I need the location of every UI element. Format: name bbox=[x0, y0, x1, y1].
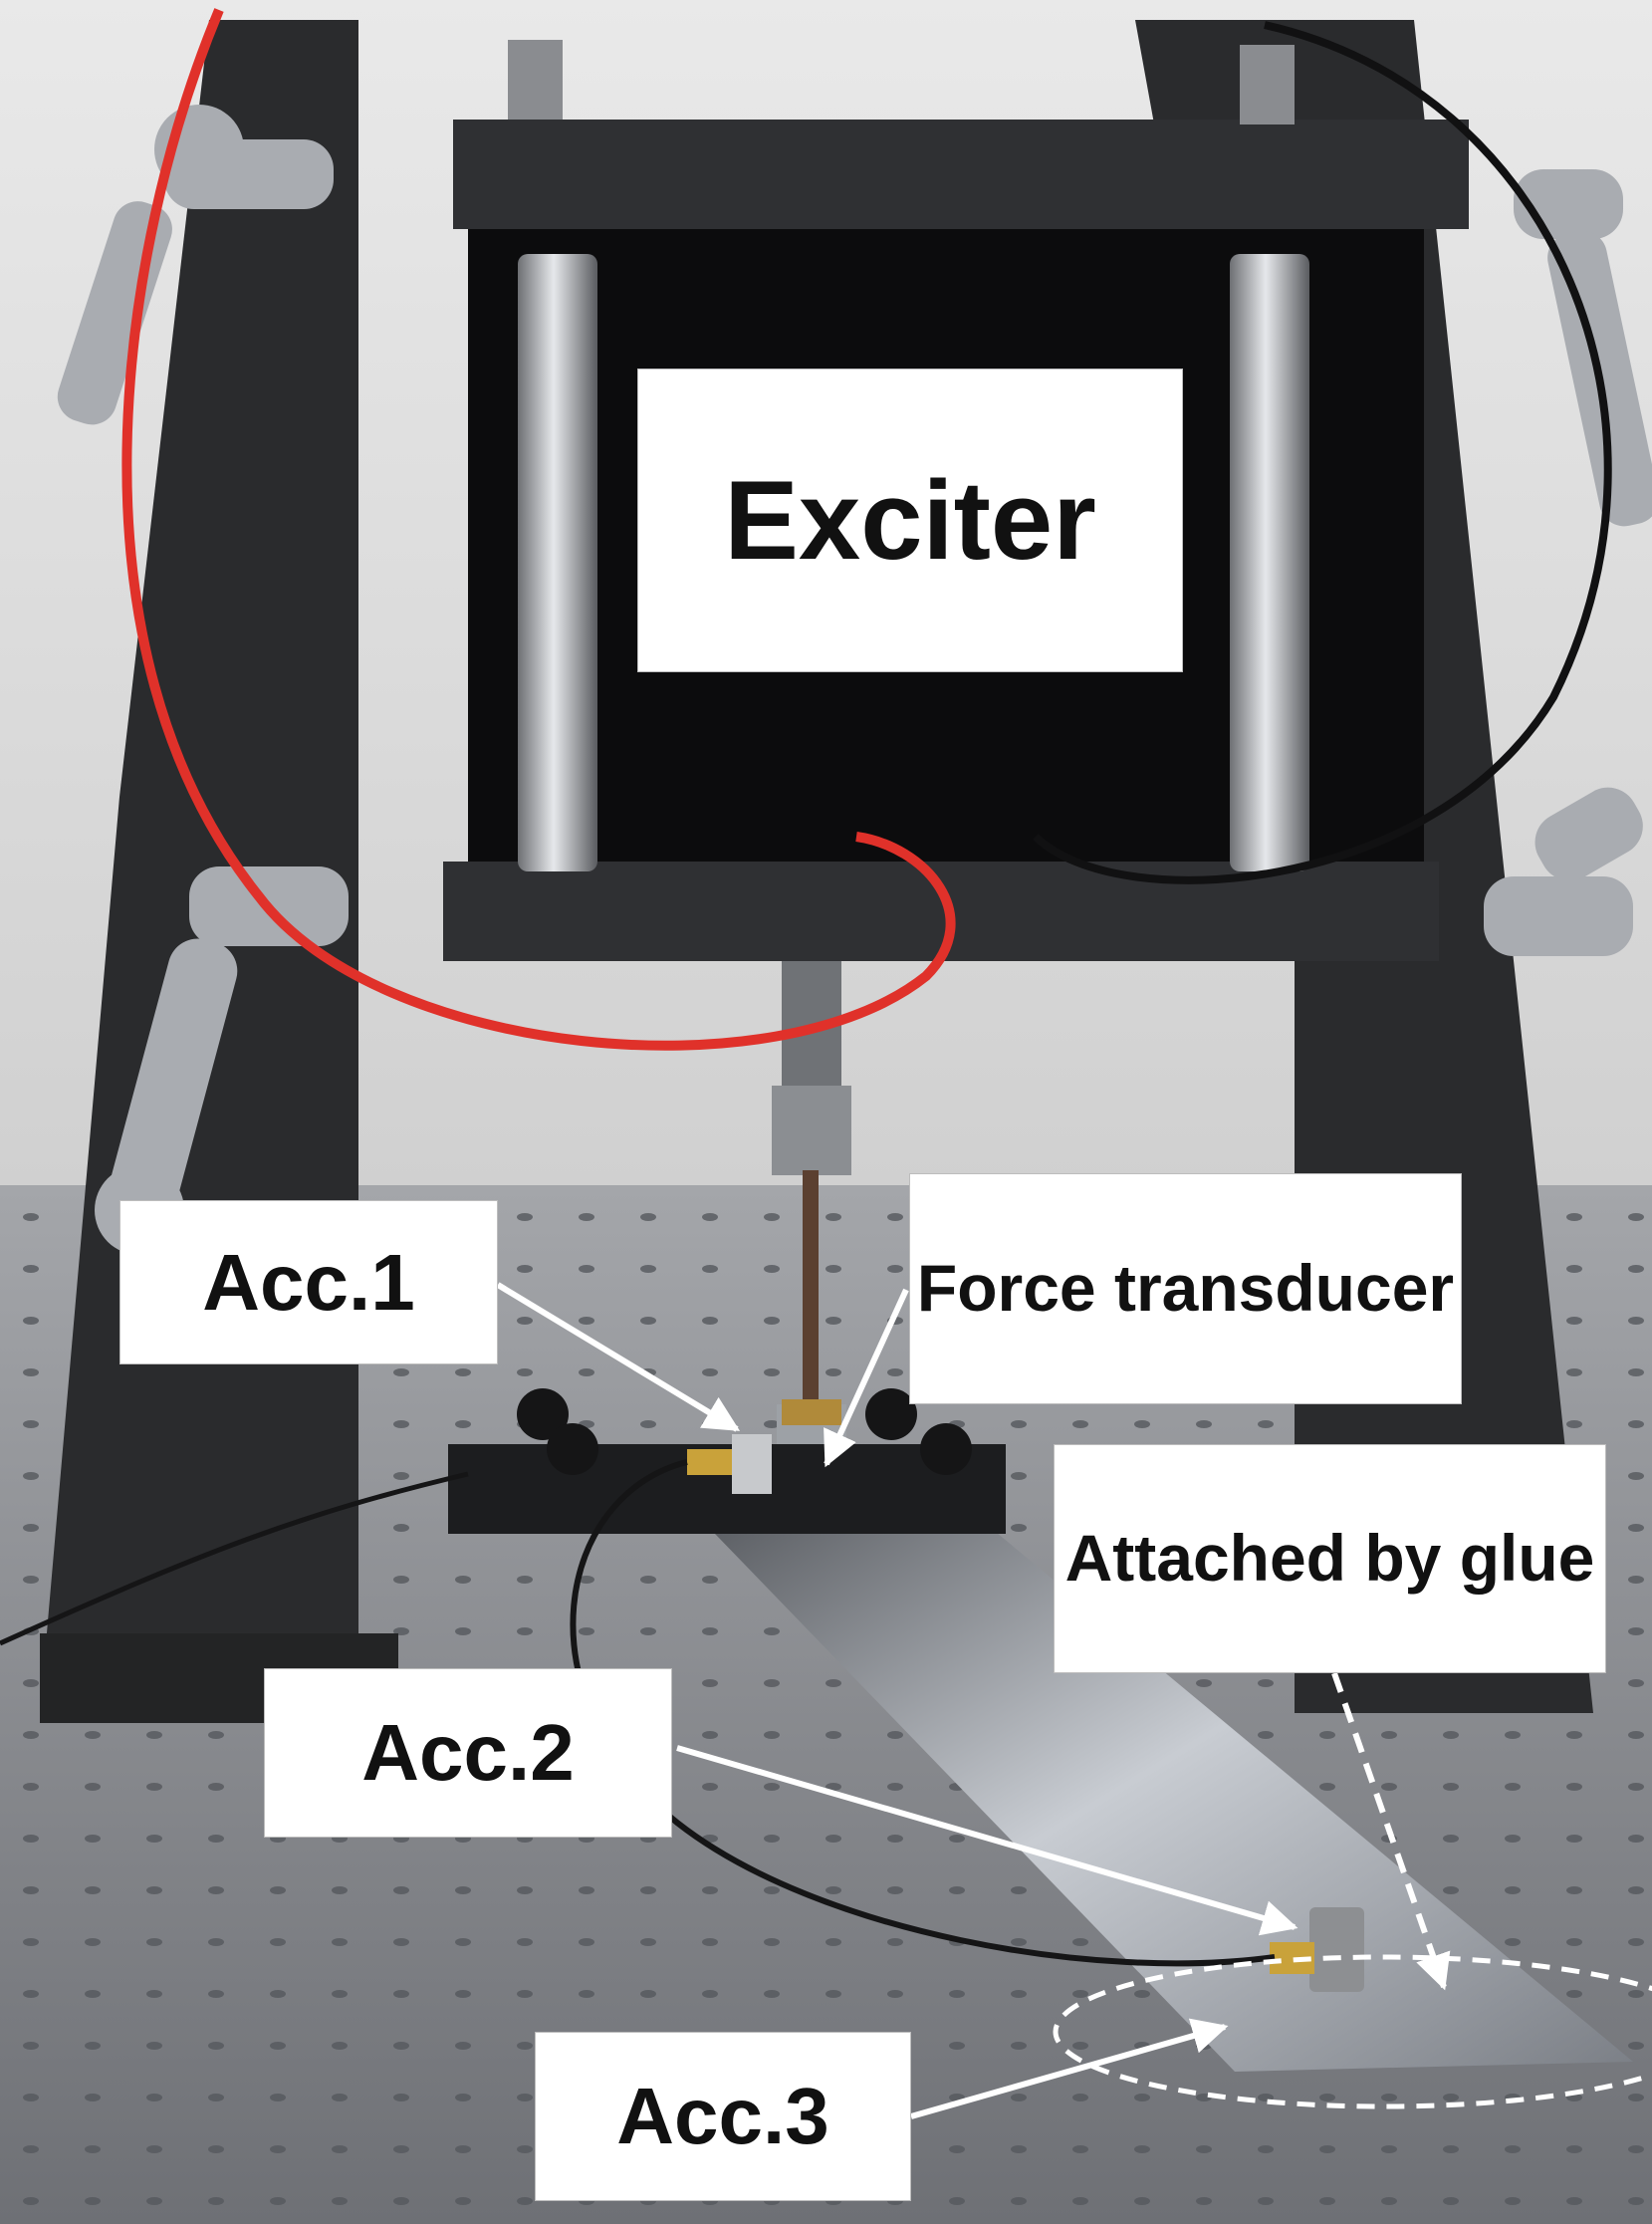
red-cable bbox=[121, 8, 956, 1051]
acc3-arrow bbox=[910, 2018, 1229, 2119]
acc1-label: Acc.1 bbox=[119, 1200, 498, 1364]
sensor-cable bbox=[570, 1459, 1276, 1967]
guide-rod-right bbox=[1230, 254, 1309, 871]
attached-by-glue-label: Attached by glue bbox=[1054, 1444, 1606, 1673]
guide-rod-left bbox=[518, 254, 597, 871]
force-transducer-nut bbox=[782, 1399, 841, 1425]
black-cable bbox=[1033, 21, 1612, 884]
force-transducer-arrow bbox=[824, 1288, 909, 1468]
bolt-left bbox=[508, 40, 563, 120]
force-transducer-label: Force transducer bbox=[909, 1173, 1462, 1404]
accelerometer-2 bbox=[1309, 1907, 1364, 1992]
glue-arrow bbox=[1331, 1672, 1451, 1991]
beam-specimen bbox=[657, 1474, 1633, 2072]
exciter-bottom-plate bbox=[443, 862, 1439, 961]
stinger-rod bbox=[803, 1170, 819, 1409]
acc2-arrow bbox=[676, 1745, 1298, 1936]
exciter-top-plate bbox=[453, 120, 1469, 229]
acc2-label: Acc.2 bbox=[264, 1668, 672, 1838]
bolt-right bbox=[1240, 45, 1295, 124]
bench-cable bbox=[0, 1471, 469, 1646]
accelerometer-1 bbox=[732, 1434, 772, 1494]
acc3-label: Acc.3 bbox=[535, 2032, 911, 2201]
clamp-handle-bottom-right bbox=[1484, 787, 1643, 956]
acc1-arrow bbox=[496, 1282, 741, 1432]
stinger-adapter bbox=[772, 1086, 851, 1175]
clamp-bolts bbox=[517, 1388, 972, 1475]
exciter-label: Exciter bbox=[637, 369, 1183, 672]
accelerometer-1-connector bbox=[687, 1449, 732, 1475]
glue-region-marker bbox=[1053, 1954, 1652, 2109]
